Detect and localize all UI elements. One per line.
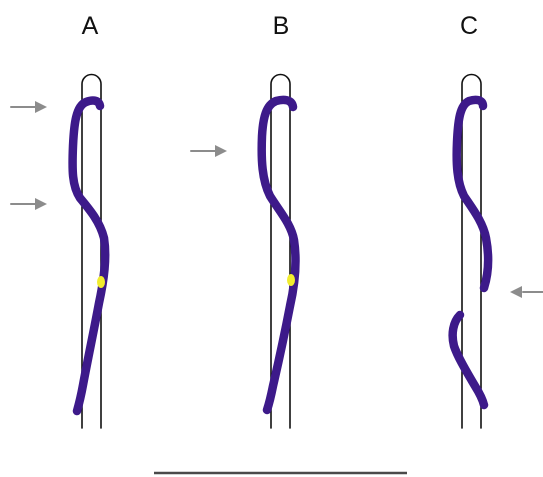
panel-b-marker bbox=[287, 274, 295, 286]
panel-c-label: C bbox=[460, 12, 478, 40]
panel-c-strand-lower bbox=[453, 315, 484, 405]
panel-a-arrow-upper bbox=[11, 101, 47, 113]
panel-b-arrow bbox=[191, 145, 227, 157]
panel-b: B bbox=[191, 12, 295, 428]
panel-a-arrow-lower bbox=[11, 198, 47, 210]
panel-c: C bbox=[453, 12, 543, 428]
panel-c-arrow bbox=[510, 286, 543, 298]
panel-a: A bbox=[11, 12, 105, 428]
panel-b-label: B bbox=[273, 12, 290, 40]
panel-a-label: A bbox=[82, 12, 99, 40]
panel-a-marker bbox=[97, 276, 105, 288]
